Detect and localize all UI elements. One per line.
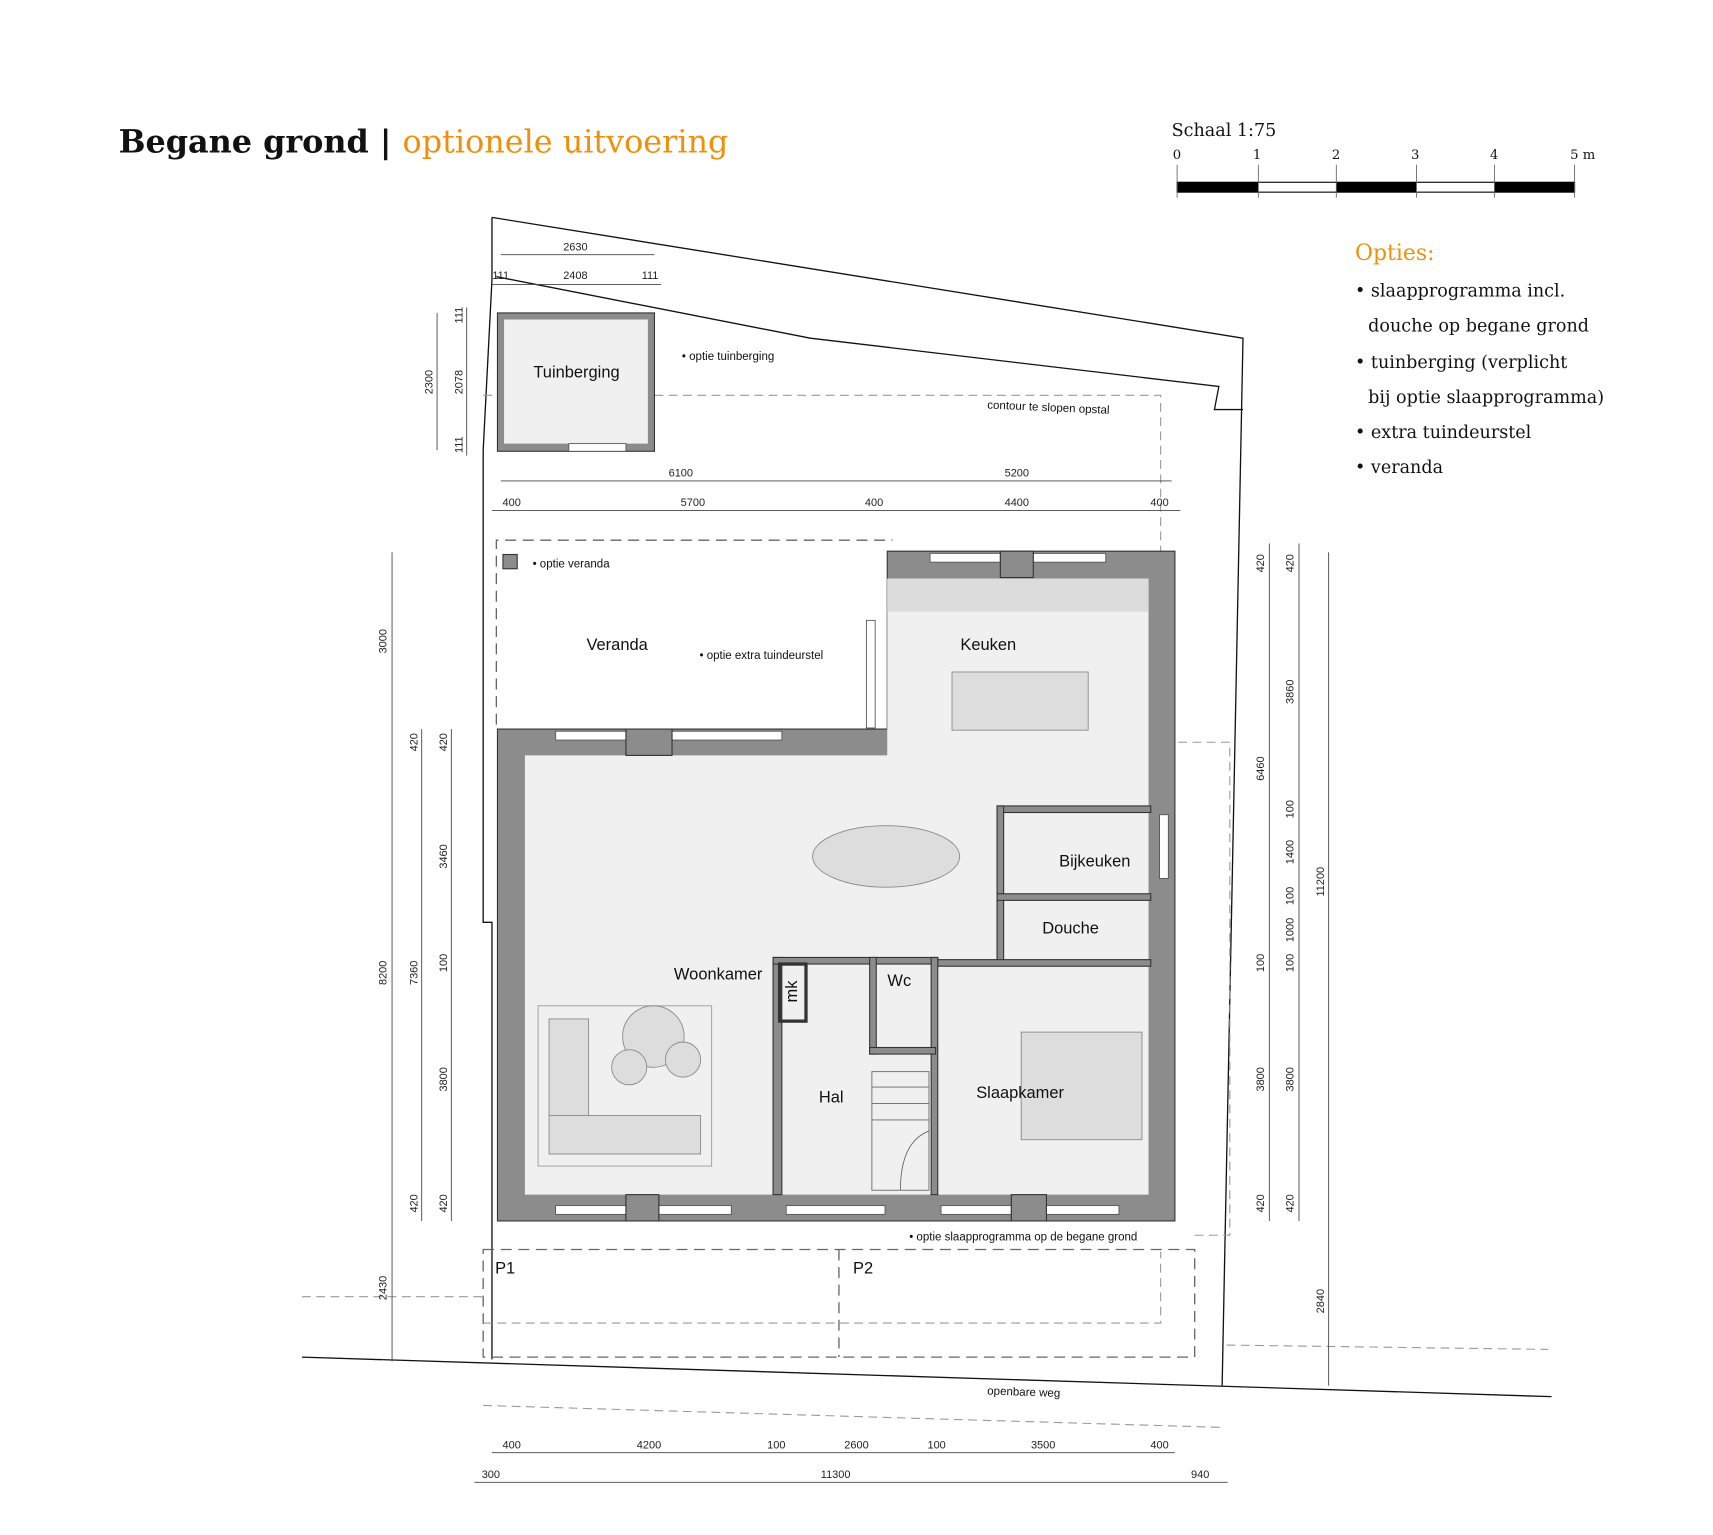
dimension-label: 420	[1285, 554, 1297, 572]
scale-tick: 5 m	[1570, 148, 1596, 163]
dimension-label: 3460	[438, 844, 450, 868]
contour-label: contour te slopen opstal	[987, 399, 1110, 416]
dimension-label: 111	[492, 270, 509, 282]
parking-p2: P2	[853, 1260, 873, 1278]
room-keuken: Keuken	[960, 636, 1016, 654]
option-line: • slaapprogramma incl.	[1355, 281, 1565, 301]
room-woonkamer: Woonkamer	[674, 965, 763, 983]
dimension-label: 420	[438, 1194, 450, 1212]
dimension-label: 11300	[821, 1469, 851, 1481]
tuinberging-shed	[496, 312, 656, 452]
dimension-label: 3860	[1285, 680, 1297, 704]
dimension-label: 2078	[453, 370, 465, 394]
dimension-label: 100	[438, 954, 450, 972]
options-list: Opties: • slaapprogramma incl. douche op…	[1355, 241, 1604, 478]
dimension-label: 2300	[424, 370, 436, 394]
dimension-label: 100	[1285, 800, 1297, 818]
option-line: douche op begane grond	[1368, 317, 1589, 337]
dimension-label: 5200	[1005, 468, 1029, 480]
dimension-label: 2630	[563, 241, 587, 253]
page-title: Begane grond | optionele uitvoering	[119, 123, 729, 161]
dimension-label: 420	[1255, 554, 1267, 572]
dimension-label: 111	[453, 436, 465, 453]
dimension-label: 7360	[408, 961, 420, 985]
option-line: • veranda	[1355, 458, 1443, 478]
scale-label: Schaal 1:75	[1172, 121, 1277, 141]
room-mk: mk	[783, 980, 801, 1003]
dimension-label: 100	[1285, 887, 1297, 905]
dimension-label: 100	[1285, 954, 1297, 972]
dimension-label: 940	[1191, 1469, 1209, 1481]
option-line: • tuinberging (verplicht	[1355, 353, 1567, 373]
note-veranda: • optie veranda	[533, 559, 611, 571]
dimension-label: 1000	[1285, 918, 1297, 942]
plot-boundary	[301, 216, 1552, 1398]
dimension-label: 4200	[637, 1439, 661, 1451]
dimension-label: 420	[1285, 1194, 1297, 1212]
road-label: openbare weg	[987, 1385, 1060, 1400]
option-line: bij optie slaapprogramma)	[1368, 388, 1604, 408]
dimension-label: 420	[408, 1194, 420, 1212]
note-slaapprogramma: • optie slaapprogramma op de begane gron…	[909, 1232, 1137, 1244]
dimension-label: 11200	[1315, 867, 1327, 897]
dimension-label: 100	[767, 1439, 785, 1451]
room-slaapkamer: Slaapkamer	[976, 1084, 1064, 1102]
room-labels: Tuinberging Veranda Keuken Bijkeuken Dou…	[495, 351, 1137, 1400]
scale-tick: 2	[1332, 148, 1340, 163]
dimension-label: 2840	[1315, 1289, 1327, 1313]
note-tuindeur: • optie extra tuindeurstel	[699, 650, 823, 662]
dimension-label: 420	[1255, 1194, 1267, 1212]
room-douche: Douche	[1042, 919, 1099, 937]
dimension-label: 3000	[378, 629, 390, 653]
options-heading: Opties:	[1355, 241, 1435, 266]
scale-tick: 4	[1490, 148, 1498, 163]
dimension-label: 100	[1255, 954, 1267, 972]
note-tuinberging: • optie tuinberging	[682, 351, 774, 363]
room-bijkeuken: Bijkeuken	[1059, 852, 1130, 870]
scale-bar: Schaal 1:75 0 1 2 3 4 5 m	[1172, 121, 1596, 198]
dimension-label: 6460	[1255, 756, 1267, 780]
dimension-label: 111	[642, 270, 659, 282]
dimension-label: 400	[503, 1439, 521, 1451]
room-tuinberging: Tuinberging	[533, 364, 619, 382]
dimension-label: 100	[927, 1439, 945, 1451]
dimension-label: 3800	[438, 1067, 450, 1091]
scale-tick: 3	[1411, 148, 1419, 163]
dimension-label: 420	[408, 733, 420, 751]
dimension-label: 400	[1150, 497, 1168, 509]
dimension-label: 1400	[1285, 840, 1297, 864]
dimension-label: 2408	[563, 270, 587, 282]
parking-p1: P1	[495, 1260, 515, 1278]
dimension-label: 5700	[681, 497, 705, 509]
dimension-label: 8200	[378, 961, 390, 985]
scale-tick: 1	[1253, 148, 1261, 163]
dimension-label: 3500	[1031, 1439, 1055, 1451]
dimension-label: 400	[865, 497, 883, 509]
dimension-label: 6100	[669, 468, 693, 480]
dimension-label: 420	[438, 733, 450, 751]
scale-tick: 0	[1173, 148, 1181, 163]
dimension-label: 3800	[1285, 1067, 1297, 1091]
dimension-label: 300	[482, 1469, 500, 1481]
option-line: • extra tuindeurstel	[1355, 423, 1532, 443]
dimension-label: 4400	[1005, 497, 1029, 509]
room-hal: Hal	[819, 1088, 844, 1106]
dimension-label: 111	[453, 307, 465, 324]
dimension-label: 2430	[378, 1276, 390, 1300]
dimension-label: 3800	[1255, 1067, 1267, 1091]
dimension-label: 400	[503, 497, 521, 509]
dimension-label: 400	[1150, 1439, 1168, 1451]
house	[496, 550, 1176, 1222]
room-wc: Wc	[887, 972, 911, 990]
dimension-label: 2600	[844, 1439, 868, 1451]
dashed-lines	[302, 394, 1549, 1428]
dimension-lines: 2630 111 2408 111 6100 5200 400 5700 400 4400 400 2…	[378, 241, 1330, 1483]
room-veranda: Veranda	[586, 636, 648, 654]
